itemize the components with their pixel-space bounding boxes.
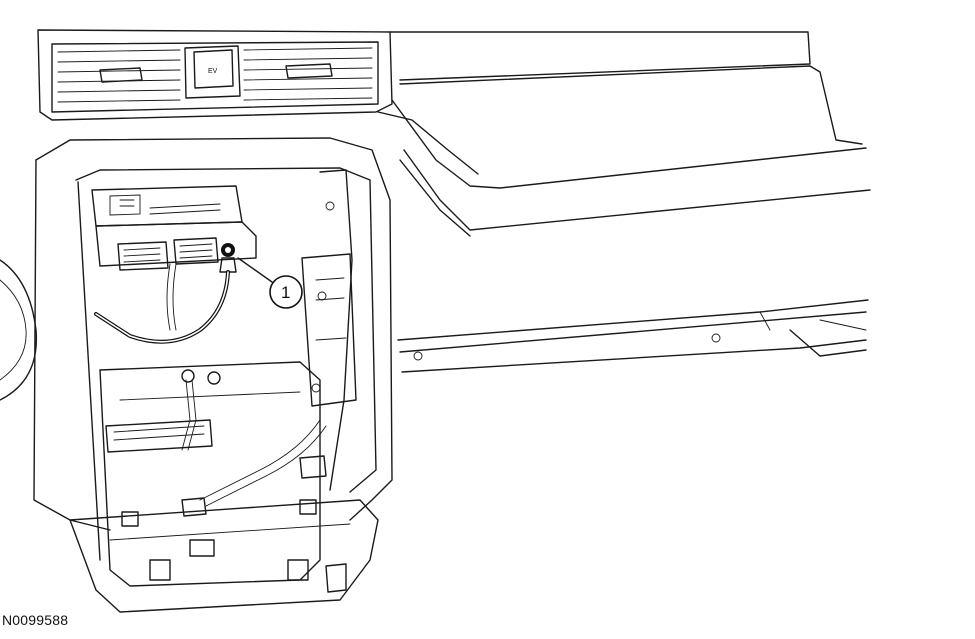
wiring-harness: [94, 263, 327, 507]
right-vent-louvers: [243, 47, 373, 101]
lower-mounting-bracket: [99, 361, 327, 587]
callout-1-label: 1: [281, 283, 290, 302]
figure-reference-id: N0099588: [2, 612, 69, 628]
radio-chassis: [91, 185, 257, 271]
upper-dashboard-panel: [377, 31, 871, 237]
antenna-cable-connector: [219, 243, 237, 273]
lower-dashboard-trim: [397, 299, 869, 373]
vent-center-label: EV: [208, 68, 218, 75]
console-base: [69, 499, 379, 613]
left-vent-louvers: [57, 49, 181, 103]
callout-1: 1: [237, 257, 303, 309]
vent-center-control: EV: [184, 45, 241, 99]
center-air-vent: EV: [37, 29, 393, 121]
center-stack-frame: [0, 137, 393, 561]
radio-connector-block: [117, 237, 219, 271]
right-support-brace: [301, 169, 357, 491]
